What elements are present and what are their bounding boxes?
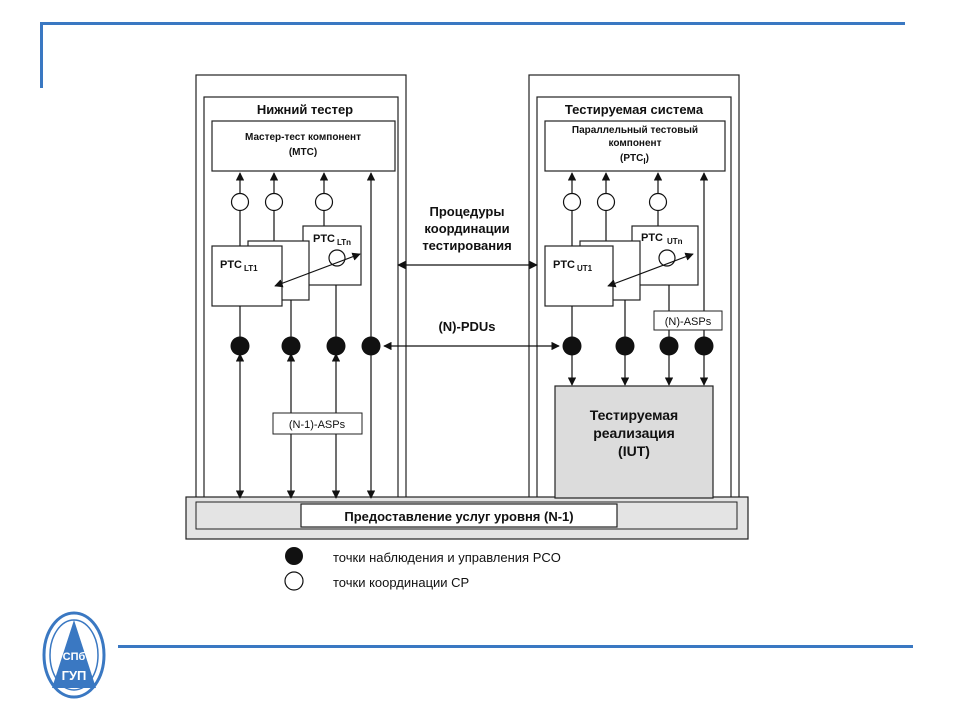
- logo-text-top: СПб: [63, 651, 86, 663]
- pco-dot: [562, 336, 582, 356]
- lt-cp-arrows: [235, 172, 376, 346]
- pdus-label: (N)-PDUs: [438, 319, 495, 334]
- lt-pco-dots: [230, 336, 381, 356]
- n1-asps-box: [272, 412, 363, 435]
- lt-cp-circles: [230, 192, 334, 212]
- pco-dot: [281, 336, 301, 356]
- pco-dot: [659, 336, 679, 356]
- sut-cp-circles: [562, 192, 668, 212]
- ptc-i-box: [544, 120, 726, 172]
- n-asps-label: (N)-ASPs: [665, 316, 712, 328]
- legend-pco-label: точки наблюдения и управления PCO: [333, 550, 561, 565]
- pco-dot: [361, 336, 381, 356]
- cp-circle: [230, 192, 250, 212]
- pco-dot: [615, 336, 635, 356]
- bottom-accent-line: [118, 645, 913, 648]
- iut-label-line-1: Тестируемая: [590, 407, 678, 423]
- logo-text-bottom: ГУП: [62, 668, 87, 683]
- ptc-ut1-box: [544, 245, 614, 307]
- pco-dot: [326, 336, 346, 356]
- cp-circle: [314, 192, 334, 212]
- iut-label-line-2: реализация: [593, 425, 675, 441]
- legend: точки наблюдения и управления PCO точки …: [284, 547, 561, 591]
- lt-internal-arrow: [274, 252, 361, 288]
- mtc-label-line-2: (MTC): [289, 147, 317, 158]
- legend-pco-dot: [285, 547, 303, 565]
- sut-pco-dots: [562, 336, 714, 356]
- cp-circle: [596, 192, 616, 212]
- legend-cp-circle: [284, 571, 304, 591]
- cp-circle: [264, 192, 284, 212]
- n1-asps-label: (N-1)-ASPs: [289, 419, 346, 431]
- cp-circle: [562, 192, 582, 212]
- cp-circle: [648, 192, 668, 212]
- coord-label-line-1: Процедуры: [430, 204, 505, 219]
- left-accent-line: [40, 22, 43, 88]
- ptc-lt1-box: [211, 245, 283, 307]
- sut-title: Тестируемая система: [565, 102, 704, 117]
- legend-cp-label: точки координации CP: [333, 575, 469, 590]
- ptc-i-label-line-1: Параллельный тестовый: [572, 125, 698, 136]
- iut-label-line-3: (IUT): [618, 443, 650, 459]
- top-accent-line: [40, 22, 905, 25]
- ptc-i-label-line-3: (PTCI): [620, 153, 649, 166]
- cp-circle-ltn: [328, 249, 346, 267]
- lower-tester-title: Нижний тестер: [257, 102, 353, 117]
- ptc-i-label-line-2: компонент: [609, 138, 662, 149]
- pco-dot: [694, 336, 714, 356]
- university-emblem-icon: СПб ГУП: [42, 611, 106, 699]
- coord-label-line-2: координации: [424, 221, 509, 236]
- slide-decoration: [40, 22, 913, 648]
- sut-internal-arrow: [607, 252, 694, 288]
- iut-box: [554, 385, 714, 499]
- n-asps-box: [653, 310, 723, 331]
- service-label-box: [300, 503, 618, 528]
- mtc-box: [211, 120, 396, 172]
- pco-dot: [230, 336, 250, 356]
- coord-label-line-3: тестирования: [422, 238, 511, 253]
- service-label: Предоставление услуг уровня (N-1): [344, 509, 573, 524]
- mtc-label-line-1: Мастер-тест компонент: [245, 132, 361, 143]
